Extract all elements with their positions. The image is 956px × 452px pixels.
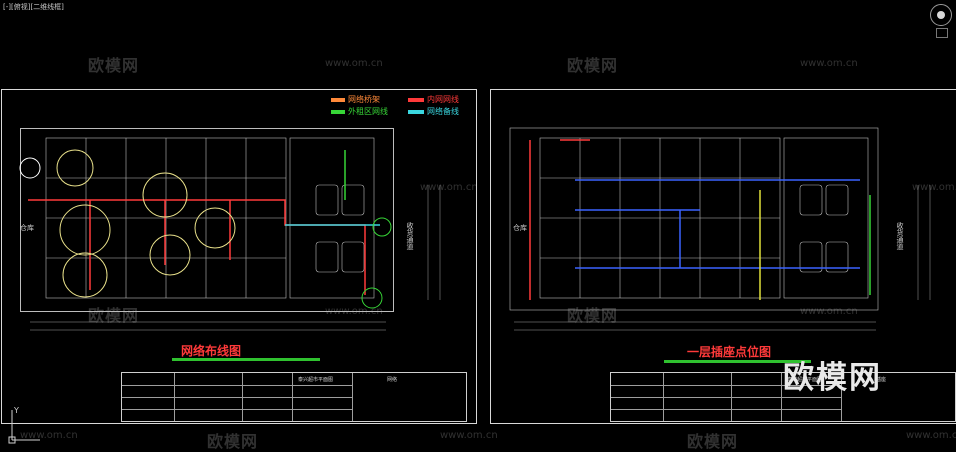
legend-swatch-icon bbox=[331, 109, 345, 114]
right-socket-lines bbox=[529, 139, 871, 300]
left-network-lines bbox=[28, 150, 380, 295]
viewport-controls[interactable]: [-][俯视][二维线框] bbox=[3, 3, 64, 11]
left-title-block: 泰兴超市平面图 网络 bbox=[121, 372, 467, 422]
legend-swatch-icon bbox=[408, 97, 424, 102]
watermark-url: www.om.cn bbox=[20, 430, 78, 441]
right-title-underline bbox=[664, 360, 811, 363]
legend-rental-cable: 外租区网线 bbox=[331, 106, 388, 117]
left-drawing-sheet[interactable] bbox=[1, 89, 477, 424]
legend-backup-cable: 网络备线 bbox=[408, 106, 459, 117]
watermark: 欧模网 bbox=[88, 56, 140, 75]
legend-swatch-icon bbox=[408, 109, 424, 114]
left-title-underline bbox=[172, 358, 320, 361]
left-warehouse-label: 仓库 bbox=[20, 224, 34, 232]
watermark-url: www.om.cn bbox=[800, 306, 858, 317]
right-receiving-label: 收货通道 bbox=[896, 222, 904, 250]
right-sheet-title: 一层插座点位图 bbox=[687, 345, 772, 359]
left-floor-plan-frame bbox=[20, 128, 394, 312]
right-warehouse-label: 仓库 bbox=[513, 224, 527, 232]
watermark-url: www.om.cn bbox=[800, 58, 858, 69]
left-tb-project: 泰兴超市平面图 bbox=[298, 377, 334, 383]
watermark-url: www.om.cn bbox=[906, 430, 956, 441]
watermark: 欧模网 bbox=[567, 306, 619, 325]
legend-label: 外租区网线 bbox=[348, 107, 388, 116]
right-drawing-sheet[interactable] bbox=[490, 89, 956, 424]
legend-internal-cable: 内网网线 bbox=[408, 94, 459, 105]
left-dimensions bbox=[30, 185, 441, 331]
legend-label: 内网网线 bbox=[427, 95, 459, 104]
legend-swatch-icon bbox=[331, 97, 345, 102]
watermark: 欧模网 bbox=[88, 306, 140, 325]
watermark-url: www.om.cn bbox=[325, 58, 383, 69]
viewcube-icon[interactable] bbox=[930, 4, 952, 26]
left-sheet-title: 网络布线图 bbox=[181, 344, 242, 358]
watermark: 欧模网 bbox=[207, 432, 259, 451]
left-receiving-label: 收货通道 bbox=[406, 222, 414, 250]
left-edge-circles bbox=[19, 157, 392, 309]
svg-text:Y: Y bbox=[13, 406, 19, 415]
left-tb-drawing: 网络 bbox=[387, 377, 398, 383]
watermark-url: www.om.cn bbox=[420, 182, 478, 193]
right-tb-drawing: 插座 bbox=[876, 377, 887, 383]
watermark: 欧模网 bbox=[567, 56, 619, 75]
watermark-url: www.om.cn bbox=[912, 182, 956, 193]
right-tb-project: 泰兴超市平面图 bbox=[787, 377, 823, 383]
navigation-bar-icon[interactable] bbox=[936, 28, 948, 38]
legend-label: 网络桥架 bbox=[348, 95, 380, 104]
watermark-url: www.om.cn bbox=[440, 430, 498, 441]
left-floor-plan bbox=[45, 137, 375, 299]
legend-network-tray: 网络桥架 bbox=[331, 94, 380, 105]
right-dimensions bbox=[514, 185, 931, 331]
right-floor-plan bbox=[509, 127, 879, 311]
watermark: 欧模网 bbox=[687, 432, 739, 451]
left-highlight-circles bbox=[56, 149, 236, 298]
legend-label: 网络备线 bbox=[427, 107, 459, 116]
brand-watermark: 欧模网 bbox=[783, 360, 882, 396]
ucs-axis-icon: Y bbox=[8, 406, 40, 444]
